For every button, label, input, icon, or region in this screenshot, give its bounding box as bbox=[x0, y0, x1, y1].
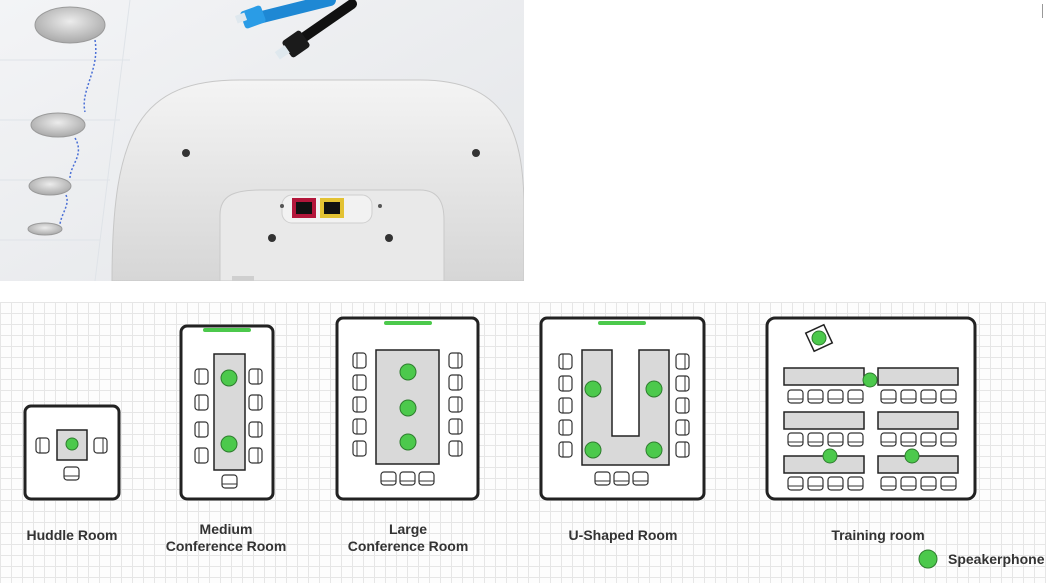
medium-room-label: Medium Conference Room bbox=[150, 521, 302, 555]
legend-speakerphone-icon bbox=[918, 549, 938, 569]
edge-marker bbox=[1042, 4, 1043, 18]
speakerphone-marker bbox=[904, 448, 920, 464]
training-room-label: Training room bbox=[831, 527, 925, 543]
speakerphone-marker bbox=[584, 441, 602, 459]
speakerphone-marker bbox=[399, 363, 417, 381]
speakerphone-marker bbox=[645, 380, 663, 398]
medium-room-label-line2: Conference Room bbox=[165, 538, 287, 554]
speakerphone-marker bbox=[645, 441, 663, 459]
ceiling-pods bbox=[27, 6, 106, 236]
speakerphone-marker bbox=[862, 372, 878, 388]
large-room-label: Large Conference Room bbox=[332, 521, 484, 555]
speakerphone-marker bbox=[65, 437, 79, 451]
training-room bbox=[765, 316, 977, 501]
speakerphone-marker bbox=[220, 435, 238, 453]
medium-conference-room bbox=[179, 324, 275, 501]
product-photo bbox=[0, 0, 524, 281]
u-shaped-room-label: U-Shaped Room bbox=[568, 527, 678, 543]
huddle-room bbox=[23, 404, 121, 501]
speakerphone-marker bbox=[811, 330, 827, 346]
u-shaped-room bbox=[539, 316, 706, 501]
huddle-room-label: Huddle Room bbox=[26, 527, 118, 543]
speakerphone-marker bbox=[822, 448, 838, 464]
speakerphone-marker bbox=[220, 369, 238, 387]
device-body bbox=[111, 79, 524, 281]
large-conference-room bbox=[335, 316, 480, 501]
medium-room-label-line1: Medium bbox=[199, 521, 253, 537]
ethernet-cables bbox=[234, 0, 357, 60]
speakerphone-marker bbox=[399, 399, 417, 417]
legend-speakerphone-label: Speakerphone bbox=[948, 551, 1045, 567]
large-room-label-line2: Conference Room bbox=[347, 538, 469, 554]
large-room-label-line1: Large bbox=[388, 521, 428, 537]
room-layouts-diagram bbox=[23, 316, 977, 569]
speakerphone-marker bbox=[399, 433, 417, 451]
speakerphone-marker bbox=[584, 380, 602, 398]
